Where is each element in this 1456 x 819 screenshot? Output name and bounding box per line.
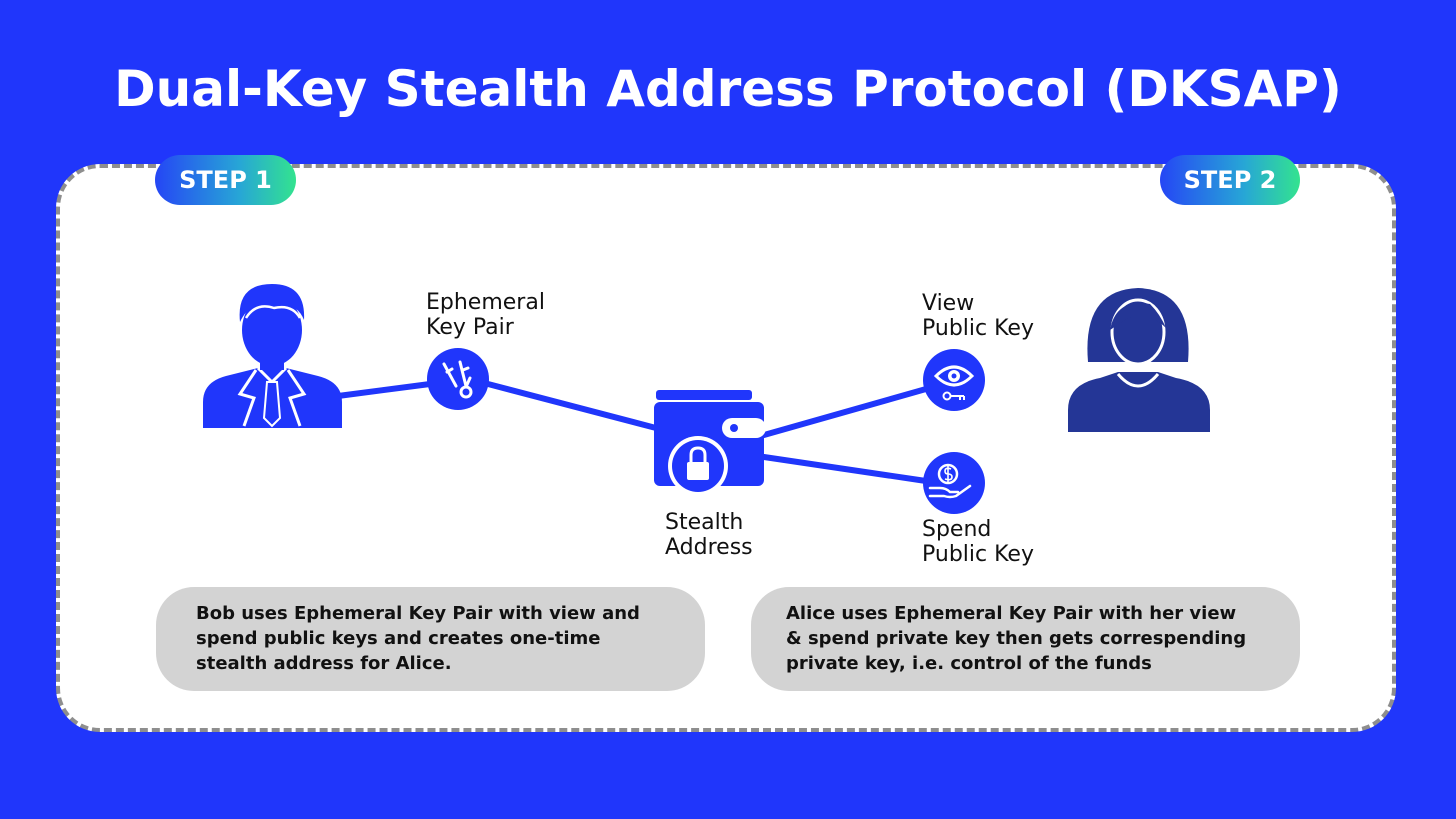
keys-icon [427, 348, 489, 410]
step-1-badge: STEP 1 [155, 155, 296, 205]
bob-description-box: Bob uses Ephemeral Key Pair with view an… [156, 587, 705, 691]
spend-label-line1: Spend [922, 517, 992, 542]
bob-icon [203, 284, 342, 428]
bob-description-line1: Bob uses Ephemeral Key Pair with view an… [196, 603, 640, 624]
alice-icon [1068, 288, 1210, 432]
stealth-label-line1: Stealth [665, 510, 744, 535]
line-bob-to-ephemeral [335, 381, 433, 399]
spend-label-line2: Public Key [922, 542, 1034, 567]
bob-description-line3: stealth address for Alice. [196, 653, 452, 674]
bob-description-line2: spend public keys and creates one-time [196, 628, 601, 649]
view-label-line1: View [922, 291, 975, 316]
stealth-label-line2: Address [665, 535, 753, 560]
spend-public-key-label: Spend Public Key [922, 517, 1034, 567]
alice-description-line3: private key, i.e. control of the funds [786, 653, 1152, 674]
wallet-lock-icon [654, 390, 766, 496]
connector-lines [335, 381, 929, 484]
alice-description-box: Alice uses Ephemeral Key Pair with her v… [751, 587, 1300, 691]
line-ephemeral-to-wallet [485, 381, 659, 431]
step-2-badge: STEP 2 [1160, 155, 1300, 205]
alice-description-line1: Alice uses Ephemeral Key Pair with her v… [786, 603, 1237, 624]
eye-key-icon [923, 349, 985, 411]
ephemeral-label-line2: Key Pair [426, 315, 514, 340]
line-wallet-to-view [761, 386, 929, 438]
line-wallet-to-spend [761, 454, 929, 484]
ephemeral-key-pair-label: Ephemeral Key Pair [426, 290, 545, 340]
stealth-address-label: Stealth Address [665, 510, 753, 560]
hand-coin-icon [923, 452, 985, 514]
alice-description-line2: & spend private key then gets correspend… [786, 628, 1247, 649]
page-title: Dual-Key Stealth Address Protocol (DKSAP… [114, 60, 1342, 118]
view-label-line2: Public Key [922, 316, 1034, 341]
view-public-key-label: View Public Key [922, 291, 1034, 341]
ephemeral-label-line1: Ephemeral [426, 290, 545, 315]
